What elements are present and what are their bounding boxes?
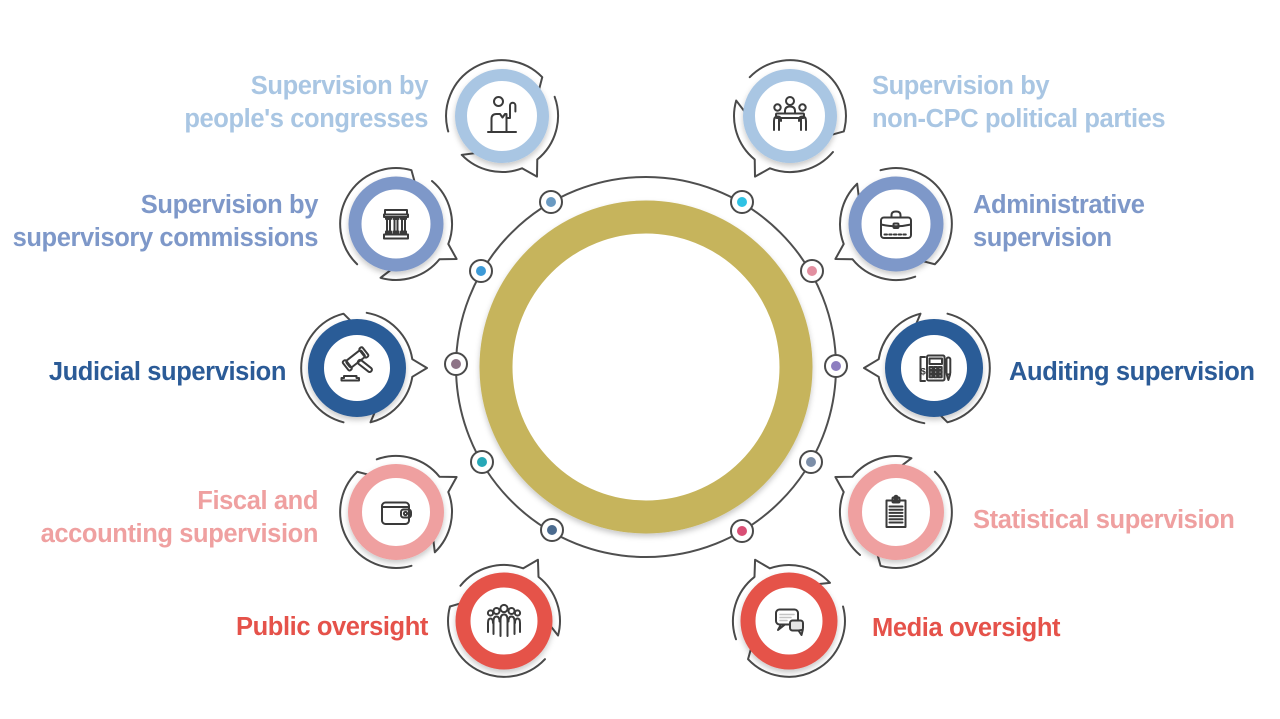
badge-arc — [834, 455, 953, 569]
chat-bubbles-icon — [775, 608, 804, 636]
connector-dot — [730, 190, 754, 214]
calculator-dollar-pen-icon: $ — [919, 354, 952, 382]
crowd-icon — [486, 603, 522, 637]
label-non-cpc-parties: Supervision by non-CPC political parties — [872, 72, 1166, 134]
label-media-oversight: Media oversight — [872, 614, 1061, 642]
badge-administrative — [834, 167, 953, 281]
briefcase-icon — [880, 210, 912, 239]
connector-dot — [469, 259, 493, 283]
clipboard-icon — [885, 494, 907, 528]
connector-dot — [539, 190, 563, 214]
badge-judicial — [300, 311, 428, 424]
label-peoples-congresses: Supervision by people's congresses — [184, 72, 428, 134]
badge-non-cpc-parties — [733, 59, 847, 178]
label-supervisory-commissions: Supervision by supervisory commissions — [12, 191, 319, 253]
badge-arc — [863, 312, 991, 425]
badge-peoples-congresses — [445, 59, 559, 178]
svg-text:$: $ — [921, 367, 927, 378]
connector-dot — [799, 450, 823, 474]
badge-media-oversight — [731, 558, 846, 678]
badge-fiscal-accounting — [339, 455, 458, 569]
meeting-table-icon — [773, 96, 807, 131]
label-fiscal-accounting: Fiscal and accounting supervision — [40, 487, 319, 549]
badge-supervisory-commissions — [339, 167, 458, 281]
central-hub — [455, 176, 837, 558]
badge-arc — [447, 558, 561, 678]
label-statistical: Statistical supervision — [973, 506, 1235, 534]
government-building-icon — [383, 209, 409, 240]
badge-statistical — [834, 455, 953, 569]
connector-dot — [800, 259, 824, 283]
gavel-icon — [340, 346, 373, 382]
wallet-icon — [381, 501, 412, 525]
badge-auditing: $ — [863, 312, 991, 425]
label-judicial: Judicial supervision — [48, 358, 287, 386]
badge-public-oversight — [447, 558, 561, 678]
badge-arc — [339, 167, 458, 281]
raised-hand-person-icon — [487, 96, 517, 133]
badge-arc — [300, 311, 428, 424]
hub-gold-ring — [479, 200, 813, 534]
connector-dots — [444, 190, 848, 543]
label-auditing: Auditing supervision — [1009, 358, 1255, 386]
label-public-oversight: Public oversight — [236, 613, 428, 641]
connector-dot — [470, 450, 494, 474]
badge-arc — [834, 167, 953, 281]
badge-arc — [731, 558, 846, 678]
badge-arc — [733, 59, 847, 178]
label-administrative: Administrative supervision — [973, 191, 1145, 253]
connector-dot — [540, 518, 564, 542]
badge-arc — [445, 59, 559, 178]
connector-dot — [444, 352, 468, 376]
connector-dot — [824, 354, 848, 378]
badge-arc — [339, 455, 458, 569]
connector-dot — [730, 519, 754, 543]
